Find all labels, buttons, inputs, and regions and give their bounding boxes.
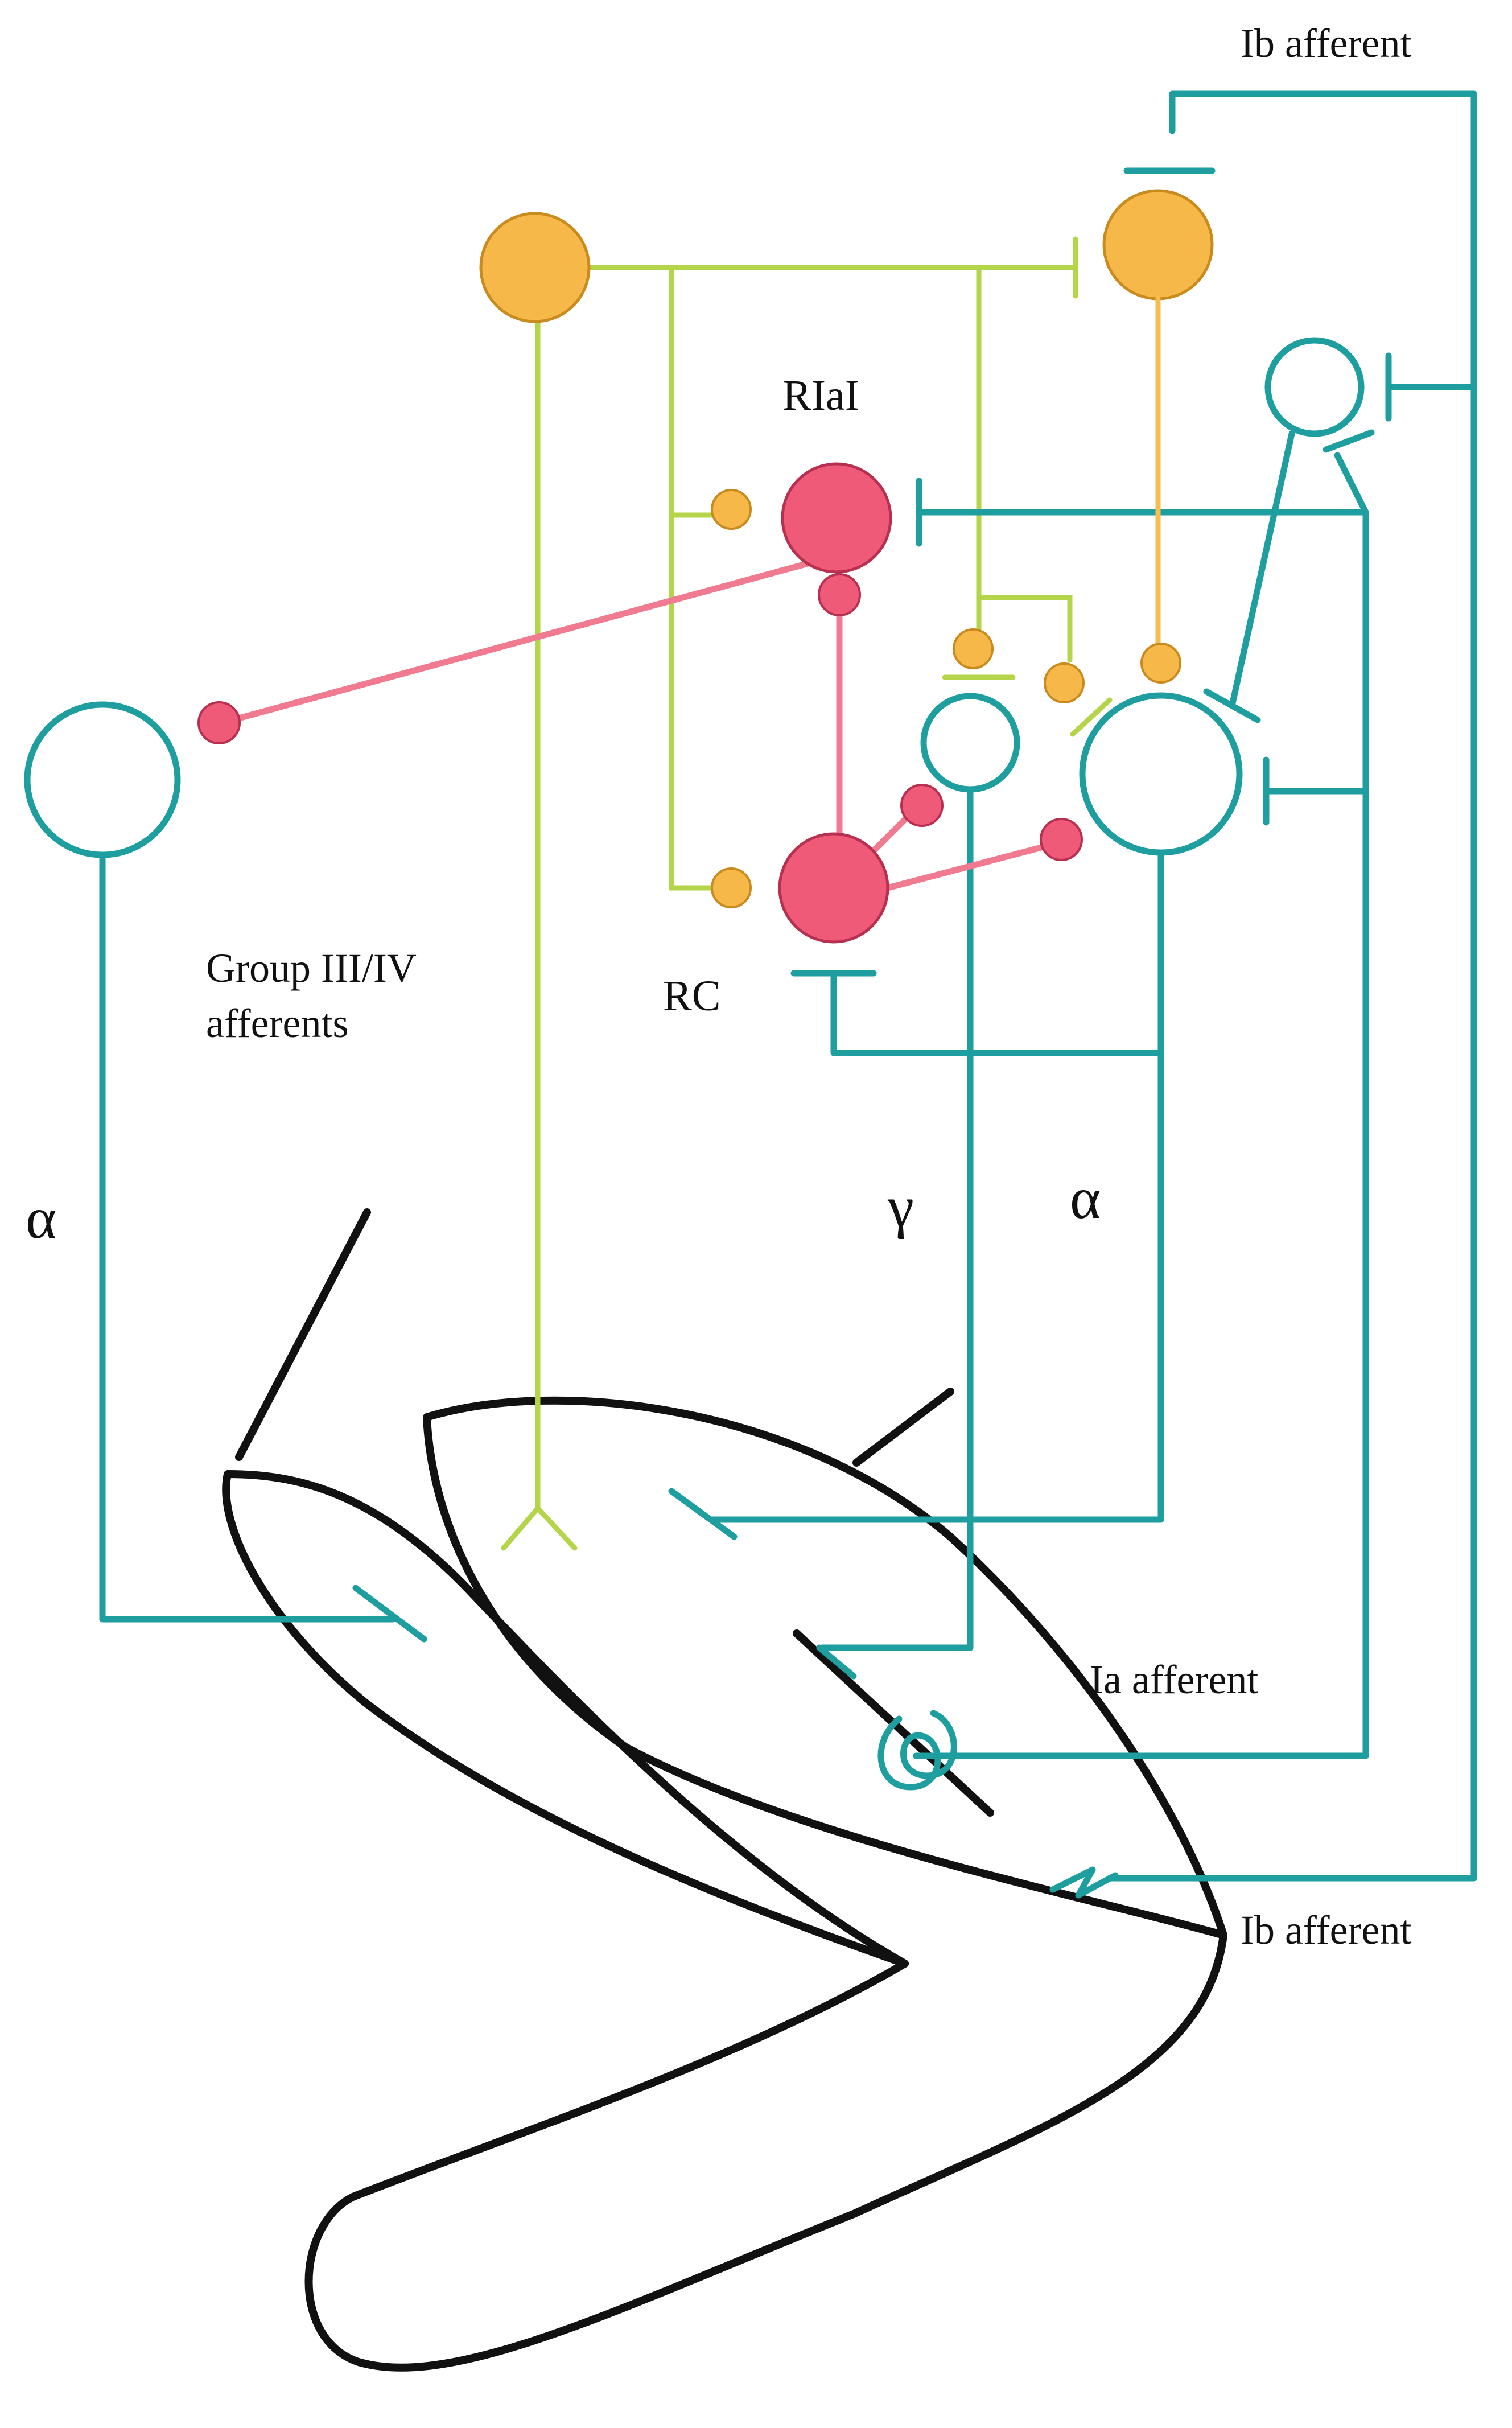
label-ia-afferent: Ia afferent	[1090, 1657, 1258, 1702]
group-afferent-branch-left	[669, 265, 717, 891]
alpha-motor-axon-left	[99, 853, 396, 1623]
orange-terminal-alpha	[1140, 643, 1181, 684]
pink-interneurons	[197, 462, 1083, 944]
rial-to-left-alpha-line	[219, 560, 811, 726]
label-ib-afferent-bottom: Ib afferent	[1241, 1907, 1411, 1953]
orange-interneuron-right	[1102, 189, 1214, 301]
orange-interneurons	[479, 189, 1214, 908]
orange-interneuron-left	[479, 212, 591, 323]
foot-outline	[304, 1931, 1227, 2372]
label-rc: RC	[663, 972, 720, 1020]
label-gamma: γ	[887, 1174, 914, 1240]
ib-afferent-top-line	[1106, 90, 1477, 1882]
ia-afferent-line	[913, 509, 1369, 1759]
group-afferent-branch-right	[976, 265, 1073, 663]
alpha-motor-endplate-left	[352, 1585, 427, 1643]
label-group-afferents-line1: Group III/IV	[206, 945, 417, 991]
orange-terminal-rial	[711, 489, 752, 530]
label-rial: RIaI	[782, 372, 859, 419]
alpha-synapse-bar	[1070, 697, 1113, 737]
gamma-motor-axon	[819, 788, 974, 1651]
pink-terminal-left-alpha	[197, 701, 241, 744]
alpha-motor-neuron-left	[24, 701, 181, 858]
label-ib-afferent-top: Ib afferent	[1241, 20, 1411, 66]
calf-tendon-stroke	[852, 1388, 954, 1467]
ia-to-ib-interneuron-bar	[1323, 429, 1375, 453]
gamma-motor-ending	[816, 1644, 857, 1680]
alpha-motor-axon-right	[708, 850, 1164, 1523]
ia-to-ib-interneuron-line	[1334, 452, 1369, 516]
muscle-spindle-icon	[877, 1710, 957, 1791]
limb-outline	[222, 1208, 1227, 2372]
rc-to-alpha-line	[884, 842, 1053, 891]
thigh-outline	[222, 1470, 909, 1968]
label-group-afferents-line2: afferents	[206, 1001, 349, 1046]
rc-to-gamma-line	[867, 810, 914, 857]
orange-terminal-rc	[711, 867, 752, 908]
golgi-tendon-organ-icon	[1049, 1866, 1119, 1899]
diagram-labels: Ib afferent RIaI Group III/IV afferents …	[26, 20, 1411, 1953]
rial-interneuron	[781, 462, 892, 574]
gamma-motor-neuron	[920, 693, 1020, 793]
label-alpha-left: α	[26, 1186, 57, 1251]
orange-terminal-alpha-2	[1044, 662, 1085, 703]
limb-upper-stroke	[235, 1208, 371, 1461]
group-afferent-ending	[501, 1505, 578, 1551]
alpha-motor-endplate-right	[668, 1488, 738, 1540]
orange-terminal-gamma	[953, 628, 994, 669]
ib-interneuron-to-alpha-bar	[1203, 688, 1261, 723]
pink-terminal-rial-rc	[818, 573, 861, 616]
label-alpha-right: α	[1070, 1166, 1101, 1231]
pink-terminal-alpha	[1040, 818, 1083, 861]
ib-inhibitory-interneuron	[1264, 337, 1365, 437]
rc-renshaw-cell	[778, 832, 889, 944]
group-afferent-pathways	[501, 236, 1113, 1551]
motor-and-sensory-pathways	[24, 90, 1477, 1899]
rc-collateral-line	[830, 970, 1164, 1056]
alpha-motor-neuron-right	[1079, 692, 1243, 856]
pink-terminal-gamma	[900, 784, 944, 827]
ib-interneuron-to-alpha-line	[1229, 430, 1295, 709]
